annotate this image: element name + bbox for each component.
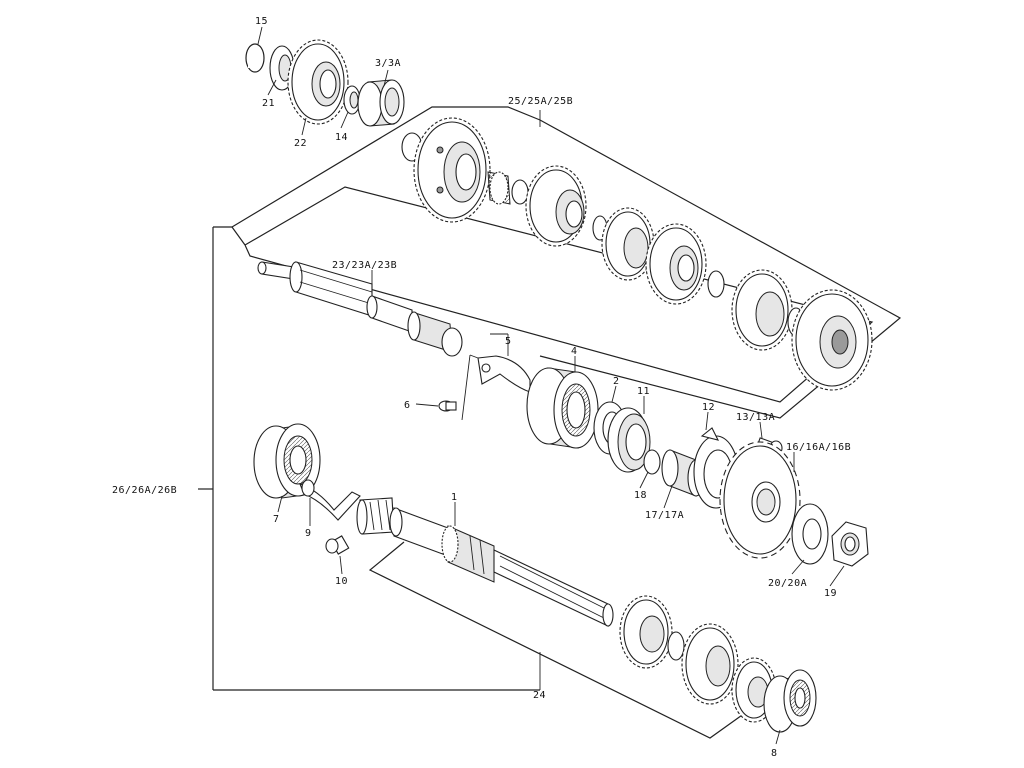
needle-bearing bbox=[487, 171, 511, 205]
label-3: 3/3A bbox=[375, 58, 401, 69]
label-23: 23/23A/23B bbox=[332, 260, 397, 271]
label-17: 17/17A bbox=[645, 510, 684, 521]
label-2: 2 bbox=[613, 376, 620, 387]
bolt-6 bbox=[438, 400, 457, 412]
assembly-26-bracket bbox=[198, 227, 540, 691]
label-13: 13/13A bbox=[736, 412, 775, 423]
nut-19 bbox=[831, 521, 869, 567]
label-5: 5 bbox=[505, 336, 512, 347]
label-18: 18 bbox=[634, 490, 647, 501]
label-25: 25/25A/25B bbox=[508, 96, 573, 107]
label-7: 7 bbox=[273, 514, 280, 525]
part-number-labels: 15 21 22 14 3/3A 25/25A/25B 23/23A/23B 5… bbox=[112, 16, 851, 759]
needle-bearing-3 bbox=[357, 79, 405, 127]
label-21: 21 bbox=[262, 98, 275, 109]
label-22: 22 bbox=[294, 138, 307, 149]
drive-sprocket-16 bbox=[719, 441, 801, 559]
label-19: 19 bbox=[824, 588, 837, 599]
label-15: 15 bbox=[255, 16, 268, 27]
label-9: 9 bbox=[305, 528, 312, 539]
label-11: 11 bbox=[637, 386, 650, 397]
label-6: 6 bbox=[404, 400, 411, 411]
output-parts-group bbox=[415, 333, 869, 587]
main-shaft-group bbox=[253, 423, 817, 745]
circlip-15 bbox=[245, 43, 265, 73]
label-16: 16/16A/16B bbox=[786, 442, 851, 453]
countershaft-gears-25 bbox=[401, 117, 873, 391]
label-8: 8 bbox=[771, 748, 778, 759]
label-14: 14 bbox=[335, 132, 348, 143]
label-26: 26/26A/26B bbox=[112, 485, 177, 496]
gear-4th bbox=[645, 223, 707, 305]
top-small-parts-group bbox=[245, 26, 405, 136]
gear-2nd bbox=[525, 165, 587, 247]
ball-bearing-8 bbox=[763, 669, 817, 733]
bolt-10 bbox=[325, 535, 350, 555]
gear-5th bbox=[731, 269, 793, 351]
countershaft-23 bbox=[257, 261, 463, 357]
big-gear bbox=[413, 117, 491, 223]
mainshaft-gears-24 bbox=[619, 595, 777, 723]
label-24: 24 bbox=[533, 690, 546, 701]
end-gear bbox=[791, 289, 873, 391]
retainer-plate-9 bbox=[299, 479, 361, 521]
label-12: 12 bbox=[702, 402, 715, 413]
main-shaft-1 bbox=[356, 497, 614, 627]
ball-bearing-4 bbox=[526, 367, 599, 449]
oil-seal-11 bbox=[607, 407, 651, 473]
gear-3rd bbox=[601, 207, 655, 281]
lock-washer-20 bbox=[791, 503, 829, 565]
label-10: 10 bbox=[335, 576, 348, 587]
label-1: 1 bbox=[451, 492, 458, 503]
spacer-14 bbox=[343, 85, 361, 115]
ball-bearing-7 bbox=[253, 423, 321, 499]
retainer-plate-5 bbox=[477, 355, 531, 393]
label-20: 20/20A bbox=[768, 578, 807, 589]
label-4: 4 bbox=[571, 346, 578, 357]
gear-22 bbox=[287, 39, 349, 125]
